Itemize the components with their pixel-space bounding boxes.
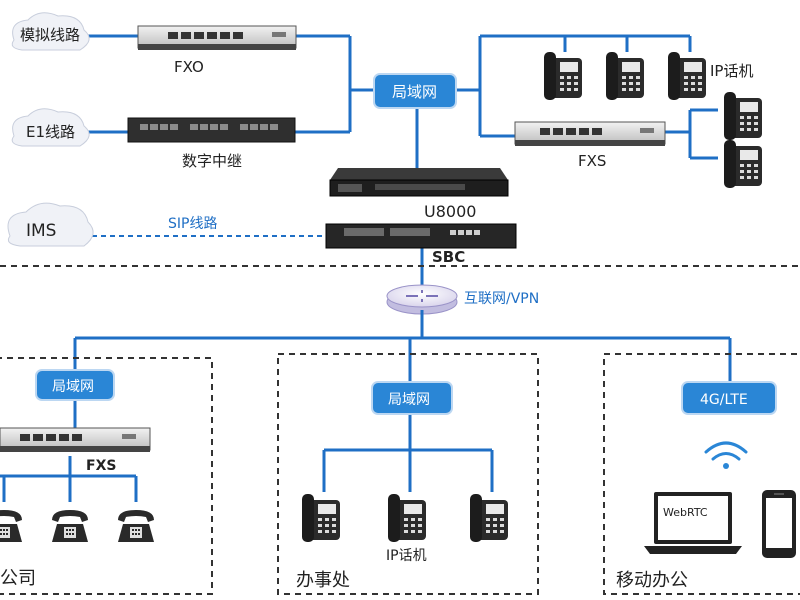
ip-phone-icon — [606, 52, 644, 100]
sbc-label: SBC — [432, 248, 465, 266]
digital-trunk-label: 数字中继 — [182, 152, 242, 170]
office-lan-pill — [371, 381, 453, 415]
laptop-icon — [644, 492, 742, 554]
office-box — [277, 353, 539, 595]
phone-icon — [52, 510, 88, 542]
company-fxs-label: FXS — [86, 458, 116, 474]
phone-icon — [0, 510, 22, 542]
sip-line-label: SIP线路 — [168, 216, 217, 232]
lte-label: 4G/LTE — [700, 392, 748, 408]
phone-icon — [118, 510, 154, 542]
analog-line-cloud — [11, 12, 90, 51]
mobile-name-label: 移动办公 — [616, 570, 688, 591]
u8000-server — [329, 168, 509, 197]
office-name-label: 办事处 — [296, 570, 350, 591]
top-lan-label: 局域网 — [392, 83, 437, 101]
wifi-icon — [704, 441, 748, 469]
fxo-device — [137, 25, 297, 50]
mobile-box — [603, 353, 800, 595]
sbc-device — [325, 223, 517, 249]
analog-line-label: 模拟线路 — [20, 26, 80, 44]
company-box — [0, 357, 213, 595]
ip-phone-icon — [470, 494, 508, 542]
company-lan-pill — [35, 369, 115, 401]
top-fxs-label: FXS — [578, 152, 606, 170]
ip-phone-icon — [724, 140, 762, 188]
top-connection-lines — [88, 34, 718, 290]
smartphone-icon — [762, 490, 796, 558]
company-name-label: 公司 — [0, 568, 36, 589]
ims-label: IMS — [26, 221, 56, 241]
top-lan-pill — [373, 73, 457, 109]
top-ip-phone-label: IP话机 — [710, 62, 753, 80]
fxs-device — [514, 121, 666, 146]
internet-vpn-label: 互联网/VPN — [464, 291, 539, 307]
ip-phone-icon — [302, 494, 340, 542]
u8000-label: U8000 — [424, 202, 476, 221]
internet-router-icon — [386, 284, 458, 315]
ip-phone-icon — [544, 52, 582, 100]
company-fxs-device — [0, 427, 151, 452]
office-ip-phone-label: IP话机 — [386, 548, 427, 564]
office-lan-label: 局域网 — [388, 392, 430, 408]
ip-phone-icon — [388, 494, 426, 542]
ims-cloud — [7, 202, 94, 247]
digital-trunk-device — [127, 117, 296, 143]
ip-phone-icon — [724, 92, 762, 140]
company-lan-label: 局域网 — [52, 379, 94, 395]
fxo-label: FXO — [174, 58, 204, 76]
e1-line-label: E1线路 — [26, 123, 75, 141]
lower-connection-lines — [0, 310, 732, 502]
webrtc-label: WebRTC — [663, 506, 708, 519]
e1-line-cloud — [11, 108, 90, 147]
ip-phone-icon — [668, 52, 706, 100]
lte-pill — [681, 381, 777, 415]
